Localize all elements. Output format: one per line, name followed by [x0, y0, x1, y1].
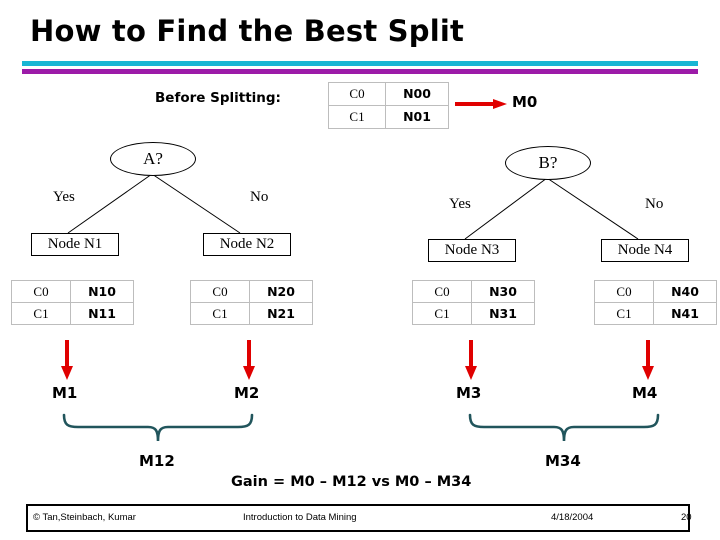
- table-row: C0 N40: [594, 280, 717, 303]
- table-row: C1 N31: [412, 302, 535, 325]
- count-cell: N11: [70, 302, 134, 325]
- class-cell: C0: [190, 280, 250, 303]
- slide-footer: © Tan,Steinbach, Kumar Introduction to D…: [26, 504, 692, 532]
- gain-formula: Gain = M0 – M12 vs M0 – M34: [231, 474, 472, 490]
- decision-node-a: A?: [110, 142, 196, 176]
- down-arrow-icon-m4: [642, 340, 654, 380]
- footer-date: 4/18/2004: [551, 512, 594, 523]
- count-cell: N30: [471, 280, 535, 303]
- class-cell: C1: [11, 302, 71, 325]
- accent-rule-purple: [22, 69, 698, 74]
- table-row: C0 N30: [412, 280, 535, 303]
- class-cell: C0: [412, 280, 472, 303]
- page-title: How to Find the Best Split: [30, 14, 465, 48]
- brace-m34-icon: [464, 413, 664, 445]
- node-n4-table: C0 N40 C1 N41: [594, 280, 717, 325]
- measure-label-m1: M1: [52, 384, 78, 402]
- table-row: C1 N11: [11, 302, 134, 325]
- down-arrow-icon-m2: [243, 340, 255, 380]
- brace-m12-icon: [58, 413, 258, 445]
- class-cell: C0: [11, 280, 71, 303]
- class-cell: C1: [594, 302, 654, 325]
- class-cell: C1: [328, 105, 386, 129]
- measure-label-m4: M4: [632, 384, 658, 402]
- branch-label-b-no: No: [645, 196, 664, 212]
- count-cell: N40: [653, 280, 717, 303]
- down-arrow-icon-m1: [61, 340, 73, 380]
- table-row: C0 N20: [190, 280, 313, 303]
- count-cell: N20: [249, 280, 313, 303]
- branch-label-b-yes: Yes: [449, 196, 471, 212]
- class-cell: C1: [412, 302, 472, 325]
- count-cell: N00: [385, 82, 449, 106]
- class-cell: C0: [328, 82, 386, 106]
- decision-node-b: B?: [505, 146, 591, 180]
- table-row: C1 N41: [594, 302, 717, 325]
- count-cell: N31: [471, 302, 535, 325]
- leaf-node-n3: Node N3: [428, 239, 516, 262]
- footer-credit: © Tan,Steinbach, Kumar: [33, 512, 136, 523]
- measure-label-m12: M12: [139, 452, 175, 470]
- leaf-node-n4: Node N4: [601, 239, 689, 262]
- measure-label-m3: M3: [456, 384, 482, 402]
- footer-page-number: 20: [681, 512, 692, 523]
- table-row: C0 N10: [11, 280, 134, 303]
- table-row: C0 N00: [328, 82, 449, 106]
- node-n1-table: C0 N10 C1 N11: [11, 280, 134, 325]
- before-splitting-table: C0 N00 C1 N01: [328, 82, 449, 129]
- branch-label-a-no: No: [250, 189, 269, 205]
- measure-label-m2: M2: [234, 384, 260, 402]
- accent-rule-cyan: [22, 61, 698, 66]
- table-row: C1 N21: [190, 302, 313, 325]
- class-cell: C0: [594, 280, 654, 303]
- down-arrow-icon-m3: [465, 340, 477, 380]
- count-cell: N10: [70, 280, 134, 303]
- before-splitting-label: Before Splitting:: [155, 90, 281, 106]
- footer-course: Introduction to Data Mining: [243, 512, 357, 523]
- node-n3-table: C0 N30 C1 N31: [412, 280, 535, 325]
- branch-label-a-yes: Yes: [53, 189, 75, 205]
- class-cell: C1: [190, 302, 250, 325]
- leaf-node-n1: Node N1: [31, 233, 119, 256]
- right-arrow-icon: [455, 99, 507, 109]
- measure-label-m34: M34: [545, 452, 581, 470]
- table-row: C1 N01: [328, 105, 449, 129]
- count-cell: N01: [385, 105, 449, 129]
- count-cell: N41: [653, 302, 717, 325]
- count-cell: N21: [249, 302, 313, 325]
- node-n2-table: C0 N20 C1 N21: [190, 280, 313, 325]
- measure-label-m0: M0: [512, 93, 538, 111]
- leaf-node-n2: Node N2: [203, 233, 291, 256]
